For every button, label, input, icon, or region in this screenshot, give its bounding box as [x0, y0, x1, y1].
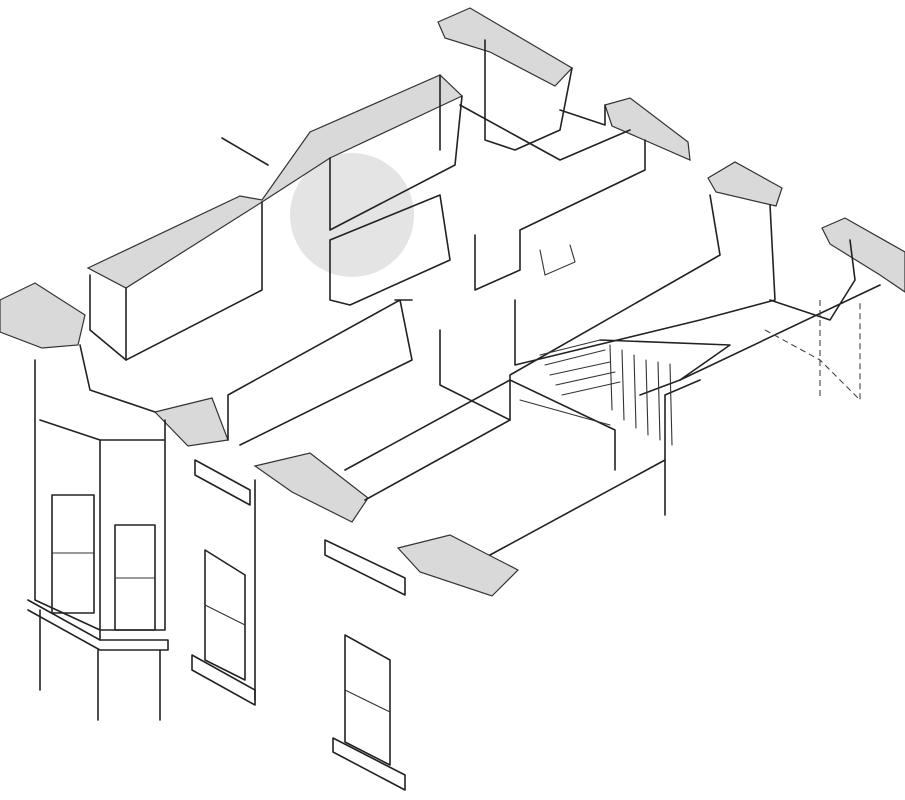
bay-window: [27, 359, 169, 721]
wall-cap-front-2: [253, 452, 369, 523]
wall-cap-left-corner: [0, 282, 86, 349]
wall-cap-right-3: [821, 217, 905, 293]
wall-caps: [0, 7, 905, 597]
wall-cap-front-3: [396, 534, 520, 597]
wall-cap-top-corner: [437, 7, 573, 87]
wall-cap-right-2: [707, 161, 783, 207]
wall-cap-front-1: [153, 397, 229, 447]
highlight-circle: [290, 153, 414, 277]
window-2: [344, 634, 391, 766]
window-1: [204, 549, 246, 681]
front-windows: [191, 459, 406, 791]
wall-cap-right-1: [604, 97, 691, 161]
wall-cap-rear-wall: [86, 74, 464, 289]
staircase: [539, 339, 731, 446]
walls: [79, 39, 881, 556]
window-bay-left: [51, 494, 95, 614]
